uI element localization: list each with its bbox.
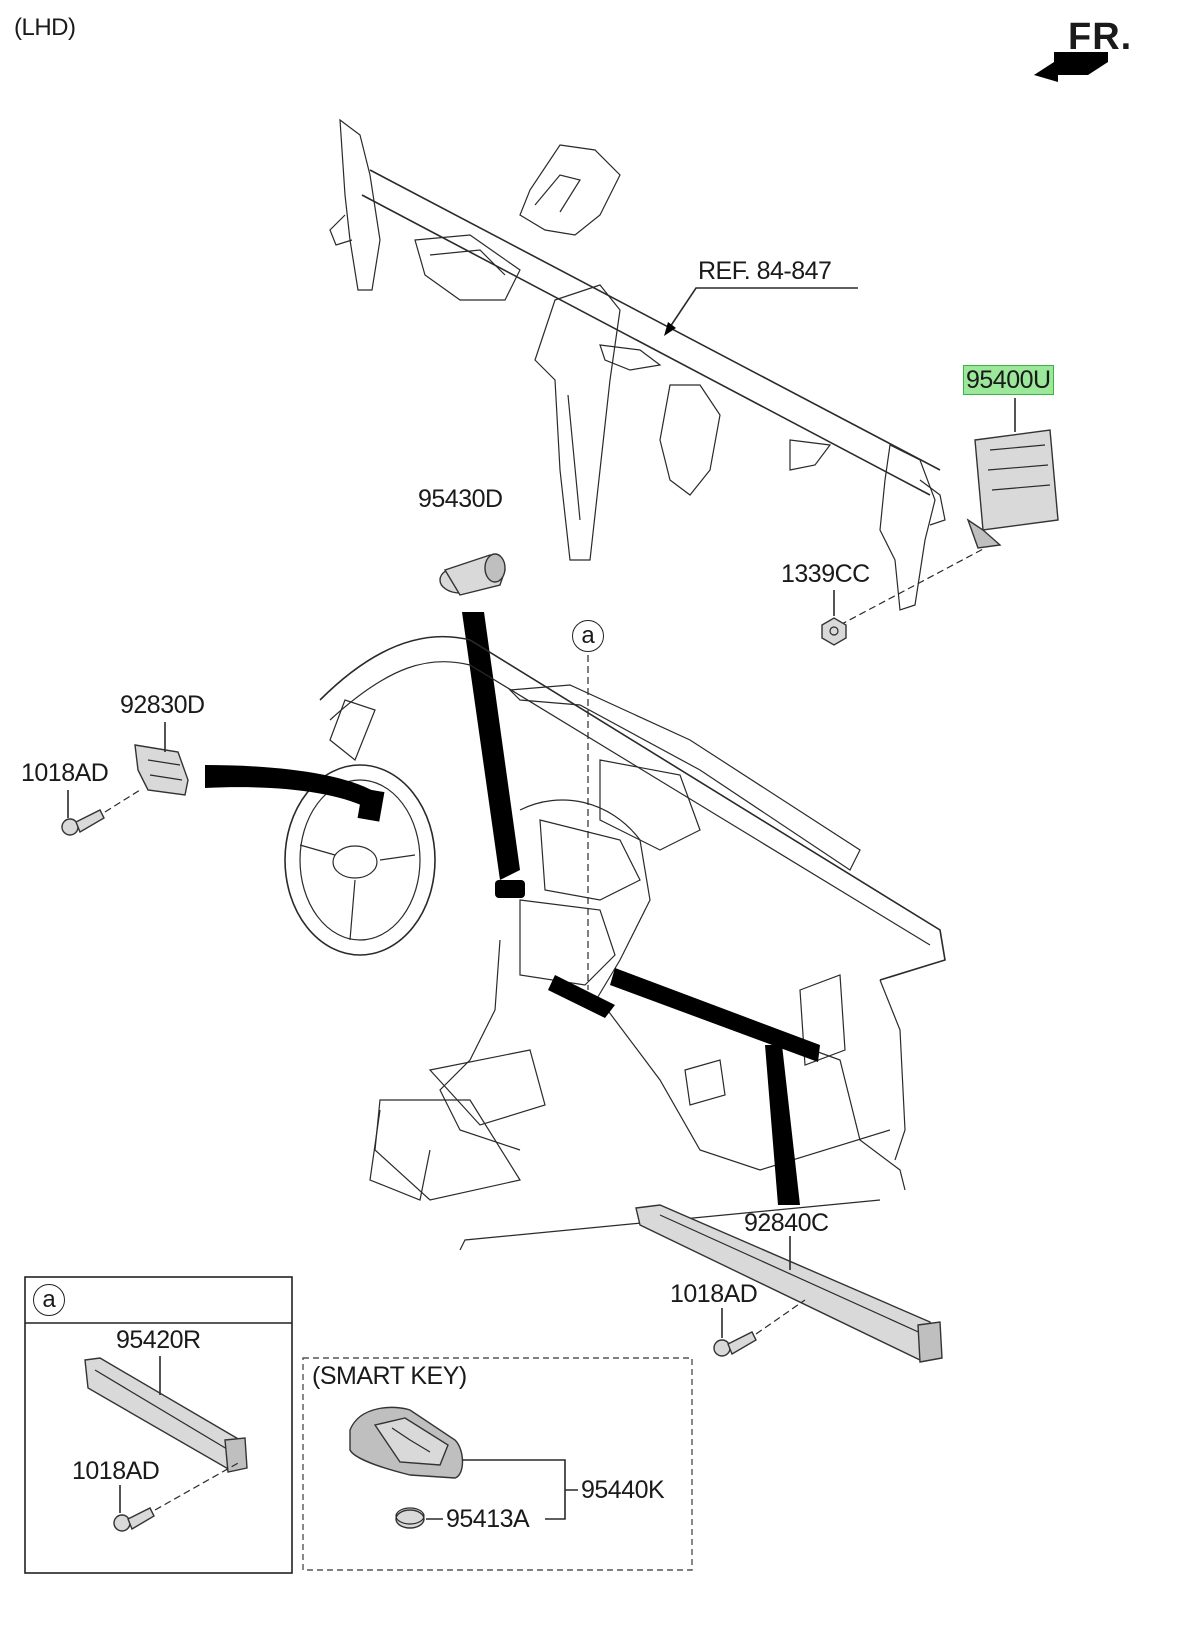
detail-screw-icon	[113, 1507, 155, 1532]
left-bracket-arrow	[205, 765, 375, 808]
center-antenna-mount	[548, 975, 615, 1018]
body-control-module	[966, 429, 1059, 549]
smart-key-part-label[interactable]: 95440K	[581, 1476, 665, 1504]
antenna-part-icon	[84, 1357, 248, 1473]
start-button-mount	[495, 880, 525, 898]
left-bracket-mount	[357, 788, 385, 822]
smart-key-title: (SMART KEY)	[312, 1362, 467, 1390]
antenna-bar-part-label[interactable]: 92840C	[744, 1209, 829, 1237]
start-button-icon	[439, 553, 506, 596]
detail-box-tag: a	[33, 1284, 65, 1316]
screw-right-dash	[755, 1299, 806, 1335]
ref-label: REF. 84-847	[698, 257, 832, 285]
battery-part-label[interactable]: 95413A	[446, 1505, 530, 1533]
screw-left-part-label[interactable]: 1018AD	[21, 759, 109, 787]
smart-key-bracket-line	[462, 1459, 578, 1520]
antenna-bar-arrow	[765, 1045, 800, 1205]
bcm-mount-dash	[839, 547, 986, 626]
detail-part-label[interactable]: 95420R	[116, 1326, 201, 1354]
screw-right-icon	[713, 1331, 757, 1357]
nut-part-label[interactable]: 1339CC	[781, 560, 870, 588]
left-bracket-icon	[134, 744, 189, 796]
screw-left-icon	[61, 809, 105, 836]
crash-pad-crossmember	[329, 118, 946, 611]
dash-antenna-bar	[610, 968, 820, 1062]
variant-label: (LHD)	[14, 14, 76, 41]
detail-a-marker[interactable]: a	[572, 620, 604, 652]
detail-box-frame	[24, 1276, 293, 1574]
coin-battery-icon	[395, 1507, 425, 1529]
steering-wheel	[284, 764, 436, 956]
screw-left-dash	[104, 789, 141, 813]
front-direction-arrow-icon	[1034, 52, 1108, 82]
bcm-part-label[interactable]: 95400U	[963, 365, 1054, 395]
smart-key-fob-icon	[349, 1406, 464, 1479]
smart-key-box-frame	[302, 1357, 693, 1571]
dashboard-assembly	[319, 635, 946, 1251]
detail-screw-label[interactable]: 1018AD	[72, 1457, 160, 1485]
ref-leader-line	[667, 287, 858, 331]
start-button-arrow	[462, 612, 520, 880]
left-bracket-part-label[interactable]: 92830D	[120, 691, 205, 719]
antenna-bar-icon	[635, 1204, 943, 1363]
detail-screw-dash	[154, 1461, 241, 1511]
screw-right-part-label[interactable]: 1018AD	[670, 1280, 758, 1308]
front-direction-label: FR.	[1068, 16, 1133, 58]
nut-icon	[821, 617, 847, 646]
ref-arrowhead-icon	[664, 322, 676, 336]
start-button-part-label[interactable]: 95430D	[418, 485, 503, 513]
